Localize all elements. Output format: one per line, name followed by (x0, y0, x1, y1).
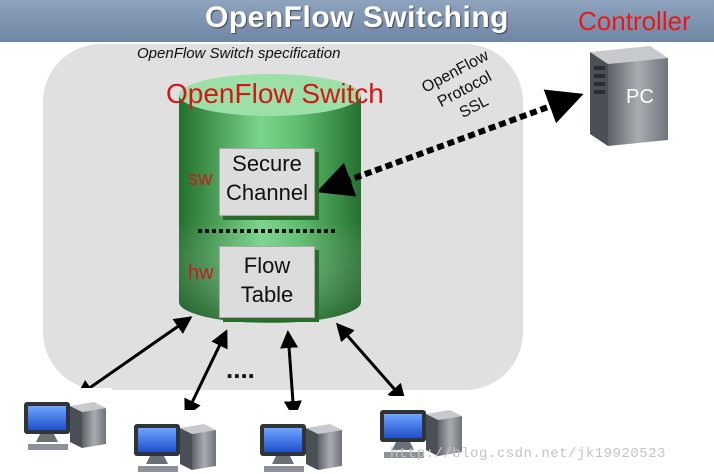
title-bar (0, 0, 714, 42)
host-link-arrow-1 (75, 316, 193, 398)
openflow-protocol-arrow (316, 89, 584, 197)
host-link-arrow-4 (336, 322, 406, 403)
host-link-arrow-2 (184, 329, 228, 418)
host-link-arrow-3 (280, 330, 302, 419)
flow-table-box: Flow Table (219, 246, 315, 318)
sw-layer-label: sw (188, 168, 213, 190)
openflow-switch-label: OpenFlow Switch (166, 78, 384, 109)
secure-channel-box: Secure Channel (219, 148, 315, 216)
secure-channel-line-2: Channel (226, 180, 308, 205)
watermark-url: http://blog.csdn.net/jk19920523 (390, 446, 666, 462)
switch-specification-label: OpenFlow Switch specification (137, 45, 341, 62)
hw-layer-label: hw (188, 262, 214, 284)
host-computer-icon (20, 388, 112, 452)
controller-label: Controller (578, 6, 691, 36)
flow-table-line-1: Flow (243, 253, 291, 278)
flow-table-line-2: Table (240, 282, 294, 307)
host-computer-icon (376, 396, 468, 460)
host-computer-icon (256, 410, 348, 474)
controller-pc-icon (590, 46, 668, 146)
hosts-ellipsis: .... (226, 354, 255, 384)
host-computer-icon (130, 410, 222, 474)
controller-pc-label: PC (626, 86, 654, 108)
secure-channel-line-1: Secure (232, 151, 302, 176)
slide-title: OpenFlow Switching (205, 1, 509, 34)
